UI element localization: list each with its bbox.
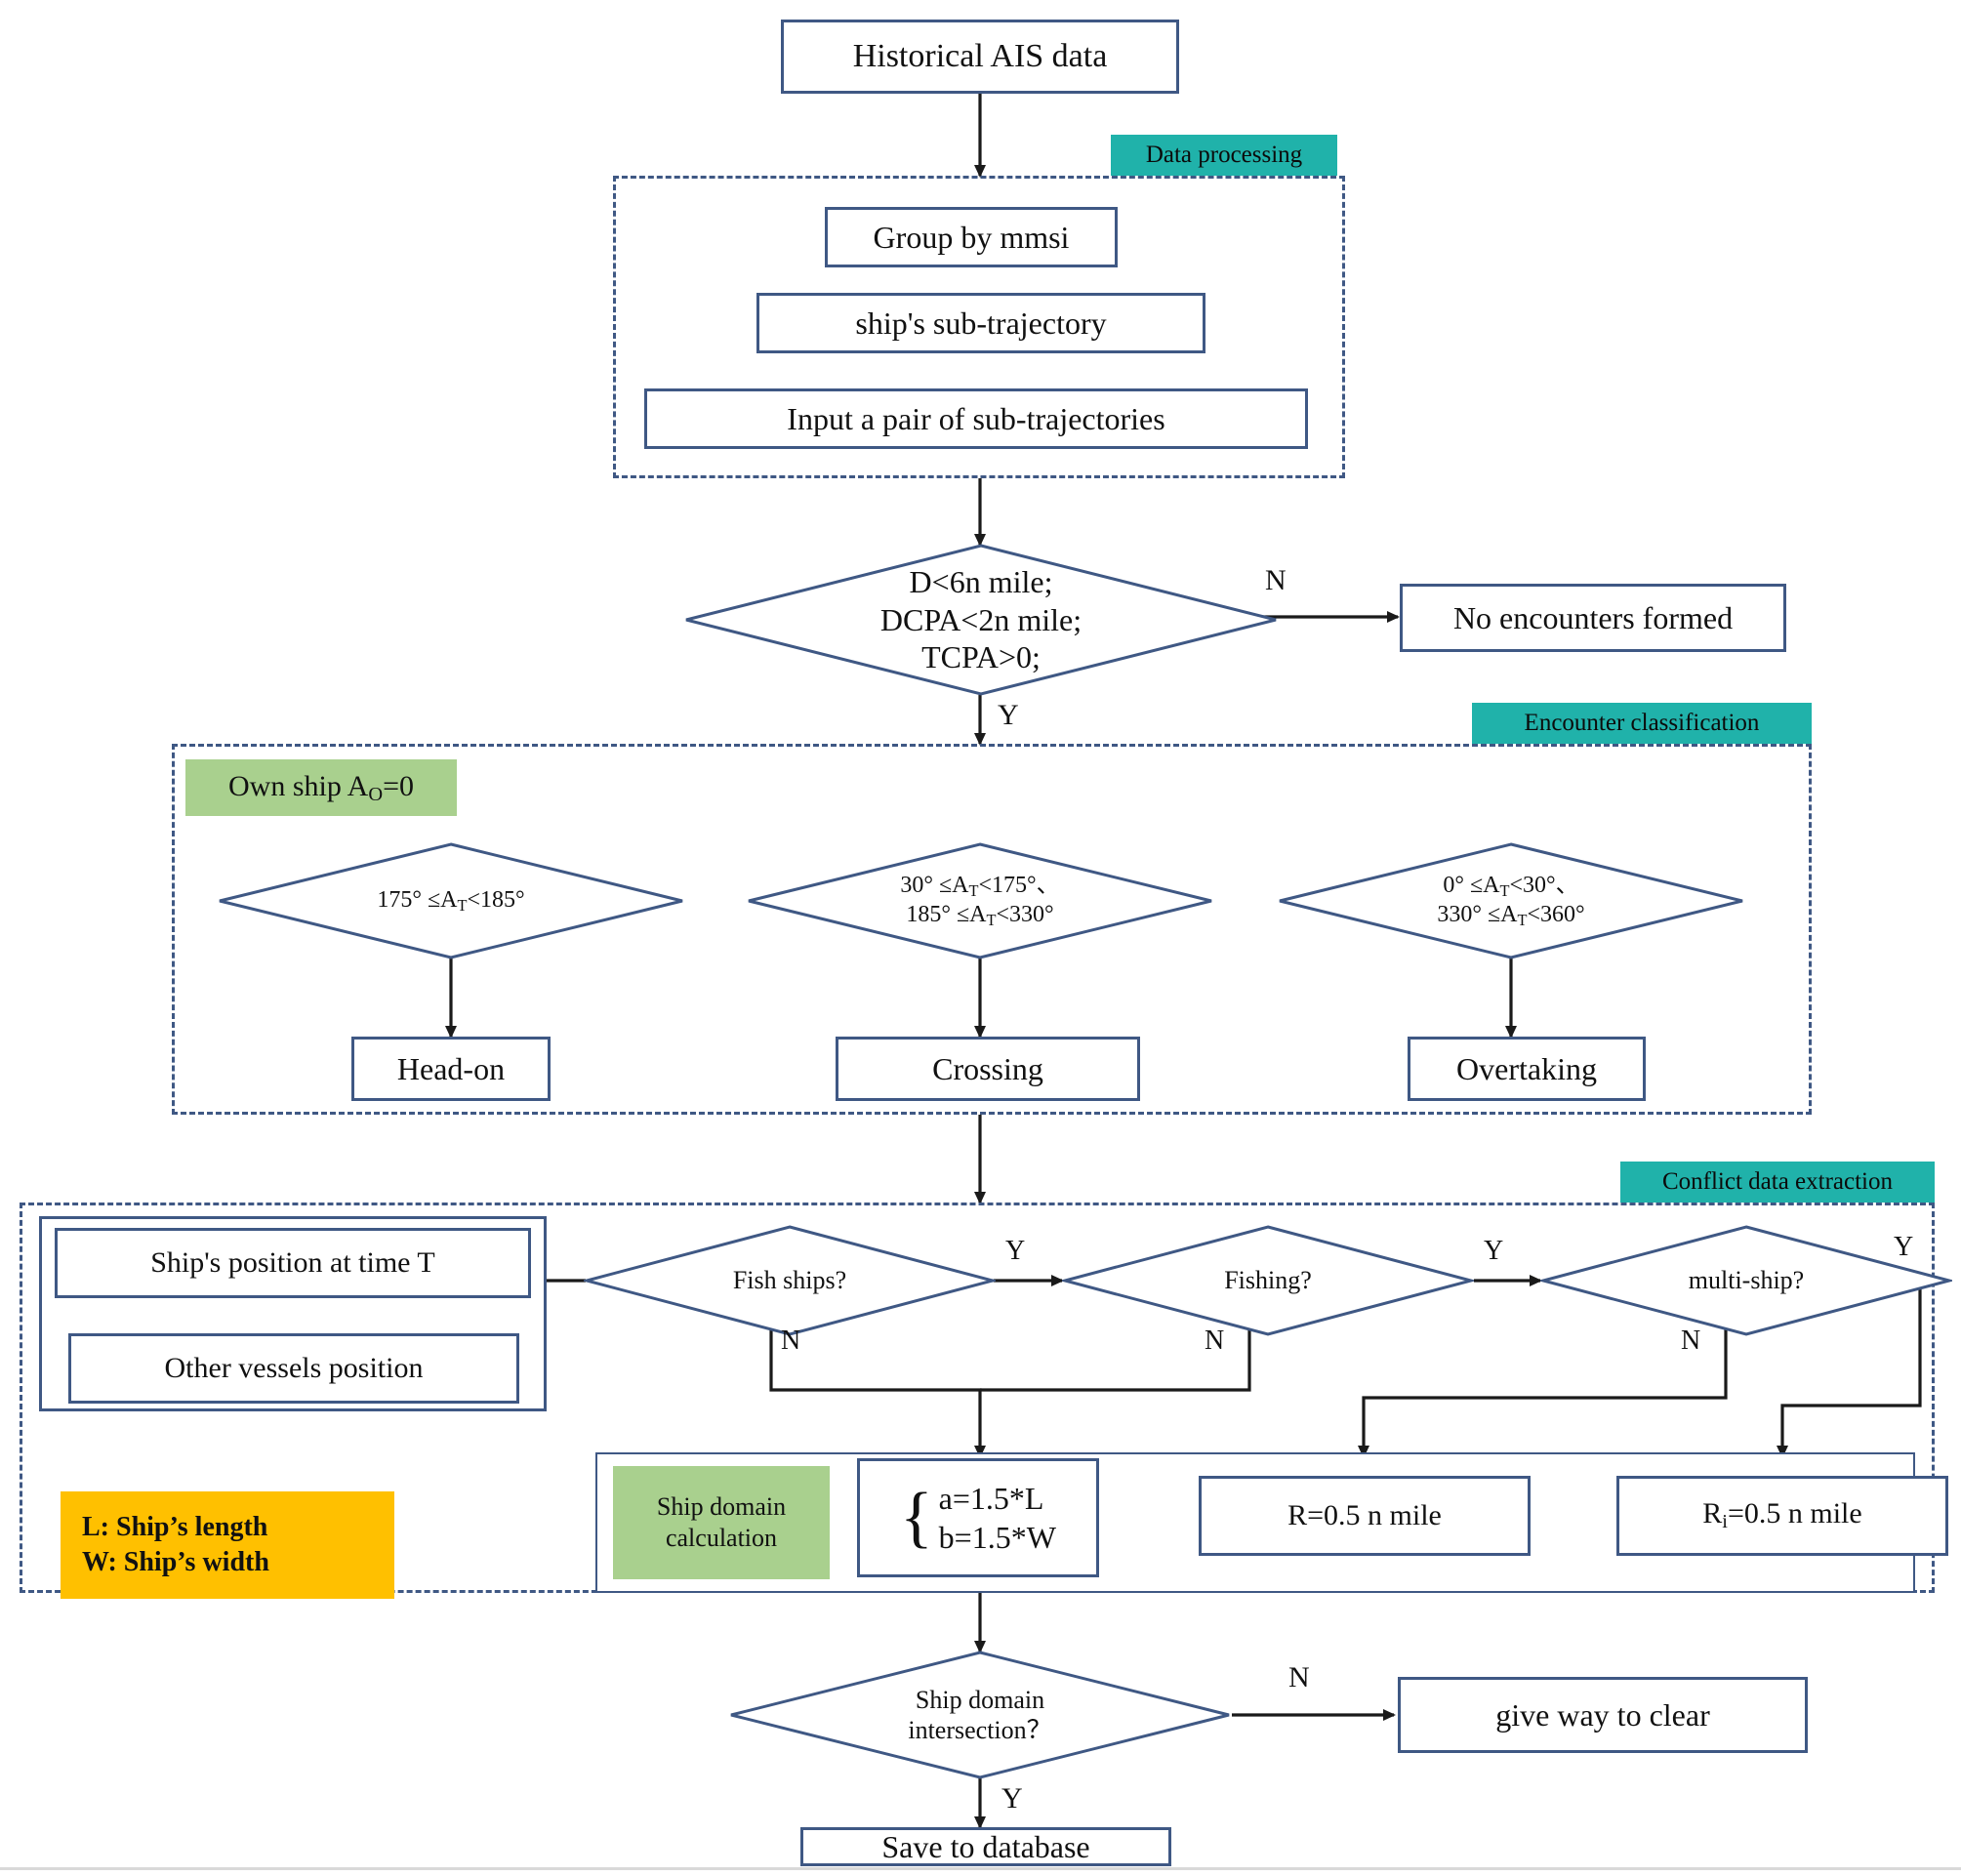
node-label: Ship's position at time T xyxy=(150,1245,435,1279)
node-label: ship's sub-trajectory xyxy=(855,305,1107,341)
node-r-radius[interactable]: R=0.5 n mile xyxy=(1199,1476,1531,1556)
brace-glyph: { xyxy=(900,1480,933,1555)
node-label: R=0.5 n mile xyxy=(1287,1498,1442,1531)
node-label: Ri=0.5 n mile xyxy=(1702,1497,1861,1534)
node-label: Save to database xyxy=(881,1828,1090,1864)
node-label: give way to clear xyxy=(1495,1696,1710,1733)
legend-ship-dimensions: L: Ship’s length W: Ship’s width xyxy=(61,1491,394,1599)
decision-multi-ship[interactable]: multi-ship? xyxy=(1540,1224,1952,1337)
label-text: N xyxy=(1265,564,1287,596)
node-prefix: R xyxy=(1702,1497,1723,1530)
label-text: Y xyxy=(1894,1232,1914,1262)
decision-encounter-condition[interactable]: D<6n mile; DCPA<2n mile; TCPA>0; xyxy=(683,543,1279,697)
note-prefix: Own ship A xyxy=(227,769,369,802)
section-tag-label: Conflict data extraction xyxy=(1661,1168,1894,1195)
note-own-ship-heading: Own ship AO=0 xyxy=(185,759,457,816)
node-save-to-database[interactable]: Save to database xyxy=(800,1827,1171,1866)
connector-label-n-fish: N xyxy=(781,1325,800,1357)
node-give-way-to-clear[interactable]: give way to clear xyxy=(1398,1677,1808,1753)
node-ship-domain-equations[interactable]: { a=1.5*L b=1.5*W xyxy=(857,1458,1099,1577)
section-tag-conflict-data-extraction: Conflict data extraction xyxy=(1620,1162,1935,1203)
node-label: Input a pair of sub-trajectories xyxy=(787,400,1165,436)
section-tag-data-processing: Data processing xyxy=(1111,135,1337,176)
node-ri-radius[interactable]: Ri=0.5 n mile xyxy=(1616,1476,1948,1556)
connector-label-n-fishing: N xyxy=(1205,1325,1224,1357)
node-label: Group by mmsi xyxy=(873,219,1070,255)
node-crossing[interactable]: Crossing xyxy=(836,1037,1140,1101)
node-label: Crossing xyxy=(932,1050,1043,1086)
node-ship-sub-trajectory[interactable]: ship's sub-trajectory xyxy=(756,293,1205,353)
section-tag-label: Encounter classification xyxy=(1524,710,1760,736)
label-text: N xyxy=(1205,1325,1225,1356)
label-text: Y xyxy=(1005,1236,1026,1266)
node-label: No encounters formed xyxy=(1452,599,1734,635)
section-tag-label: Data processing xyxy=(1145,142,1303,168)
decision-ship-domain-intersection[interactable]: Ship domain intersection？ xyxy=(728,1650,1232,1780)
label-text: Y xyxy=(998,699,1019,731)
connector-label-y-encounter: Y xyxy=(998,699,1019,732)
label-text: N xyxy=(1288,1661,1310,1693)
label-text: Y xyxy=(1484,1236,1504,1266)
section-data-processing xyxy=(613,176,1345,478)
connector-label-n-encounter: N xyxy=(1265,564,1287,597)
section-encounter-classification xyxy=(172,744,1812,1115)
node-other-vessels-position[interactable]: Other vessels position xyxy=(68,1333,519,1404)
connector-label-y-fishing: Y xyxy=(1484,1236,1503,1267)
connector-label-y-fish: Y xyxy=(1005,1236,1025,1267)
note-suffix: =0 xyxy=(383,769,414,802)
legend-line-1: L: Ship’s length xyxy=(82,1511,268,1542)
note-line-1: Ship domain xyxy=(656,1491,787,1521)
note-subscript: O xyxy=(368,783,384,805)
node-historical-ais-data[interactable]: Historical AIS data xyxy=(781,20,1179,94)
node-ship-position-at-time-t[interactable]: Ship's position at time T xyxy=(55,1228,531,1298)
node-suffix: =0.5 n mile xyxy=(1727,1497,1862,1530)
connector-label-n-multi: N xyxy=(1681,1325,1700,1357)
decision-overtaking-condition[interactable]: 0° ≤AT<30°、 330° ≤AT<360° xyxy=(1277,841,1745,960)
decision-crossing-condition[interactable]: 30° ≤AT<175°、 185° ≤AT<330° xyxy=(746,841,1214,960)
node-input-pair-sub-trajectories[interactable]: Input a pair of sub-trajectories xyxy=(644,388,1308,449)
equation-line-1: a=1.5*L xyxy=(938,1481,1044,1516)
node-head-on[interactable]: Head-on xyxy=(351,1037,551,1101)
connector-label-y-multi: Y xyxy=(1894,1232,1913,1263)
note-ship-domain-calculation: Ship domain calculation xyxy=(613,1466,830,1579)
node-no-encounters-formed[interactable]: No encounters formed xyxy=(1400,584,1786,652)
legend-line-2: W: Ship’s width xyxy=(82,1547,269,1577)
decision-fishing[interactable]: Fishing? xyxy=(1062,1224,1474,1337)
node-label: Overtaking xyxy=(1456,1050,1597,1086)
node-overtaking[interactable]: Overtaking xyxy=(1408,1037,1646,1101)
node-label: Other vessels position xyxy=(164,1351,424,1384)
label-text: Y xyxy=(1001,1782,1023,1815)
decision-head-on-condition[interactable]: 175° ≤AT<185° xyxy=(217,841,685,960)
node-label: Historical AIS data xyxy=(852,38,1108,75)
node-group-by-mmsi[interactable]: Group by mmsi xyxy=(825,207,1118,267)
node-label: Head-on xyxy=(396,1050,506,1086)
label-text: N xyxy=(781,1325,801,1356)
note-text: Own ship AO=0 xyxy=(228,768,414,808)
connector-label-y-intersection: Y xyxy=(1001,1782,1023,1815)
node-subscript: i xyxy=(1722,1511,1728,1533)
label-text: N xyxy=(1681,1325,1701,1356)
note-line-2: calculation xyxy=(665,1524,778,1552)
connector-label-n-intersection: N xyxy=(1288,1661,1310,1694)
footer-divider xyxy=(0,1867,1961,1870)
section-tag-encounter-classification: Encounter classification xyxy=(1472,703,1812,744)
equation-line-2: b=1.5*W xyxy=(938,1520,1056,1555)
decision-fish-ships[interactable]: Fish ships? xyxy=(584,1224,996,1337)
